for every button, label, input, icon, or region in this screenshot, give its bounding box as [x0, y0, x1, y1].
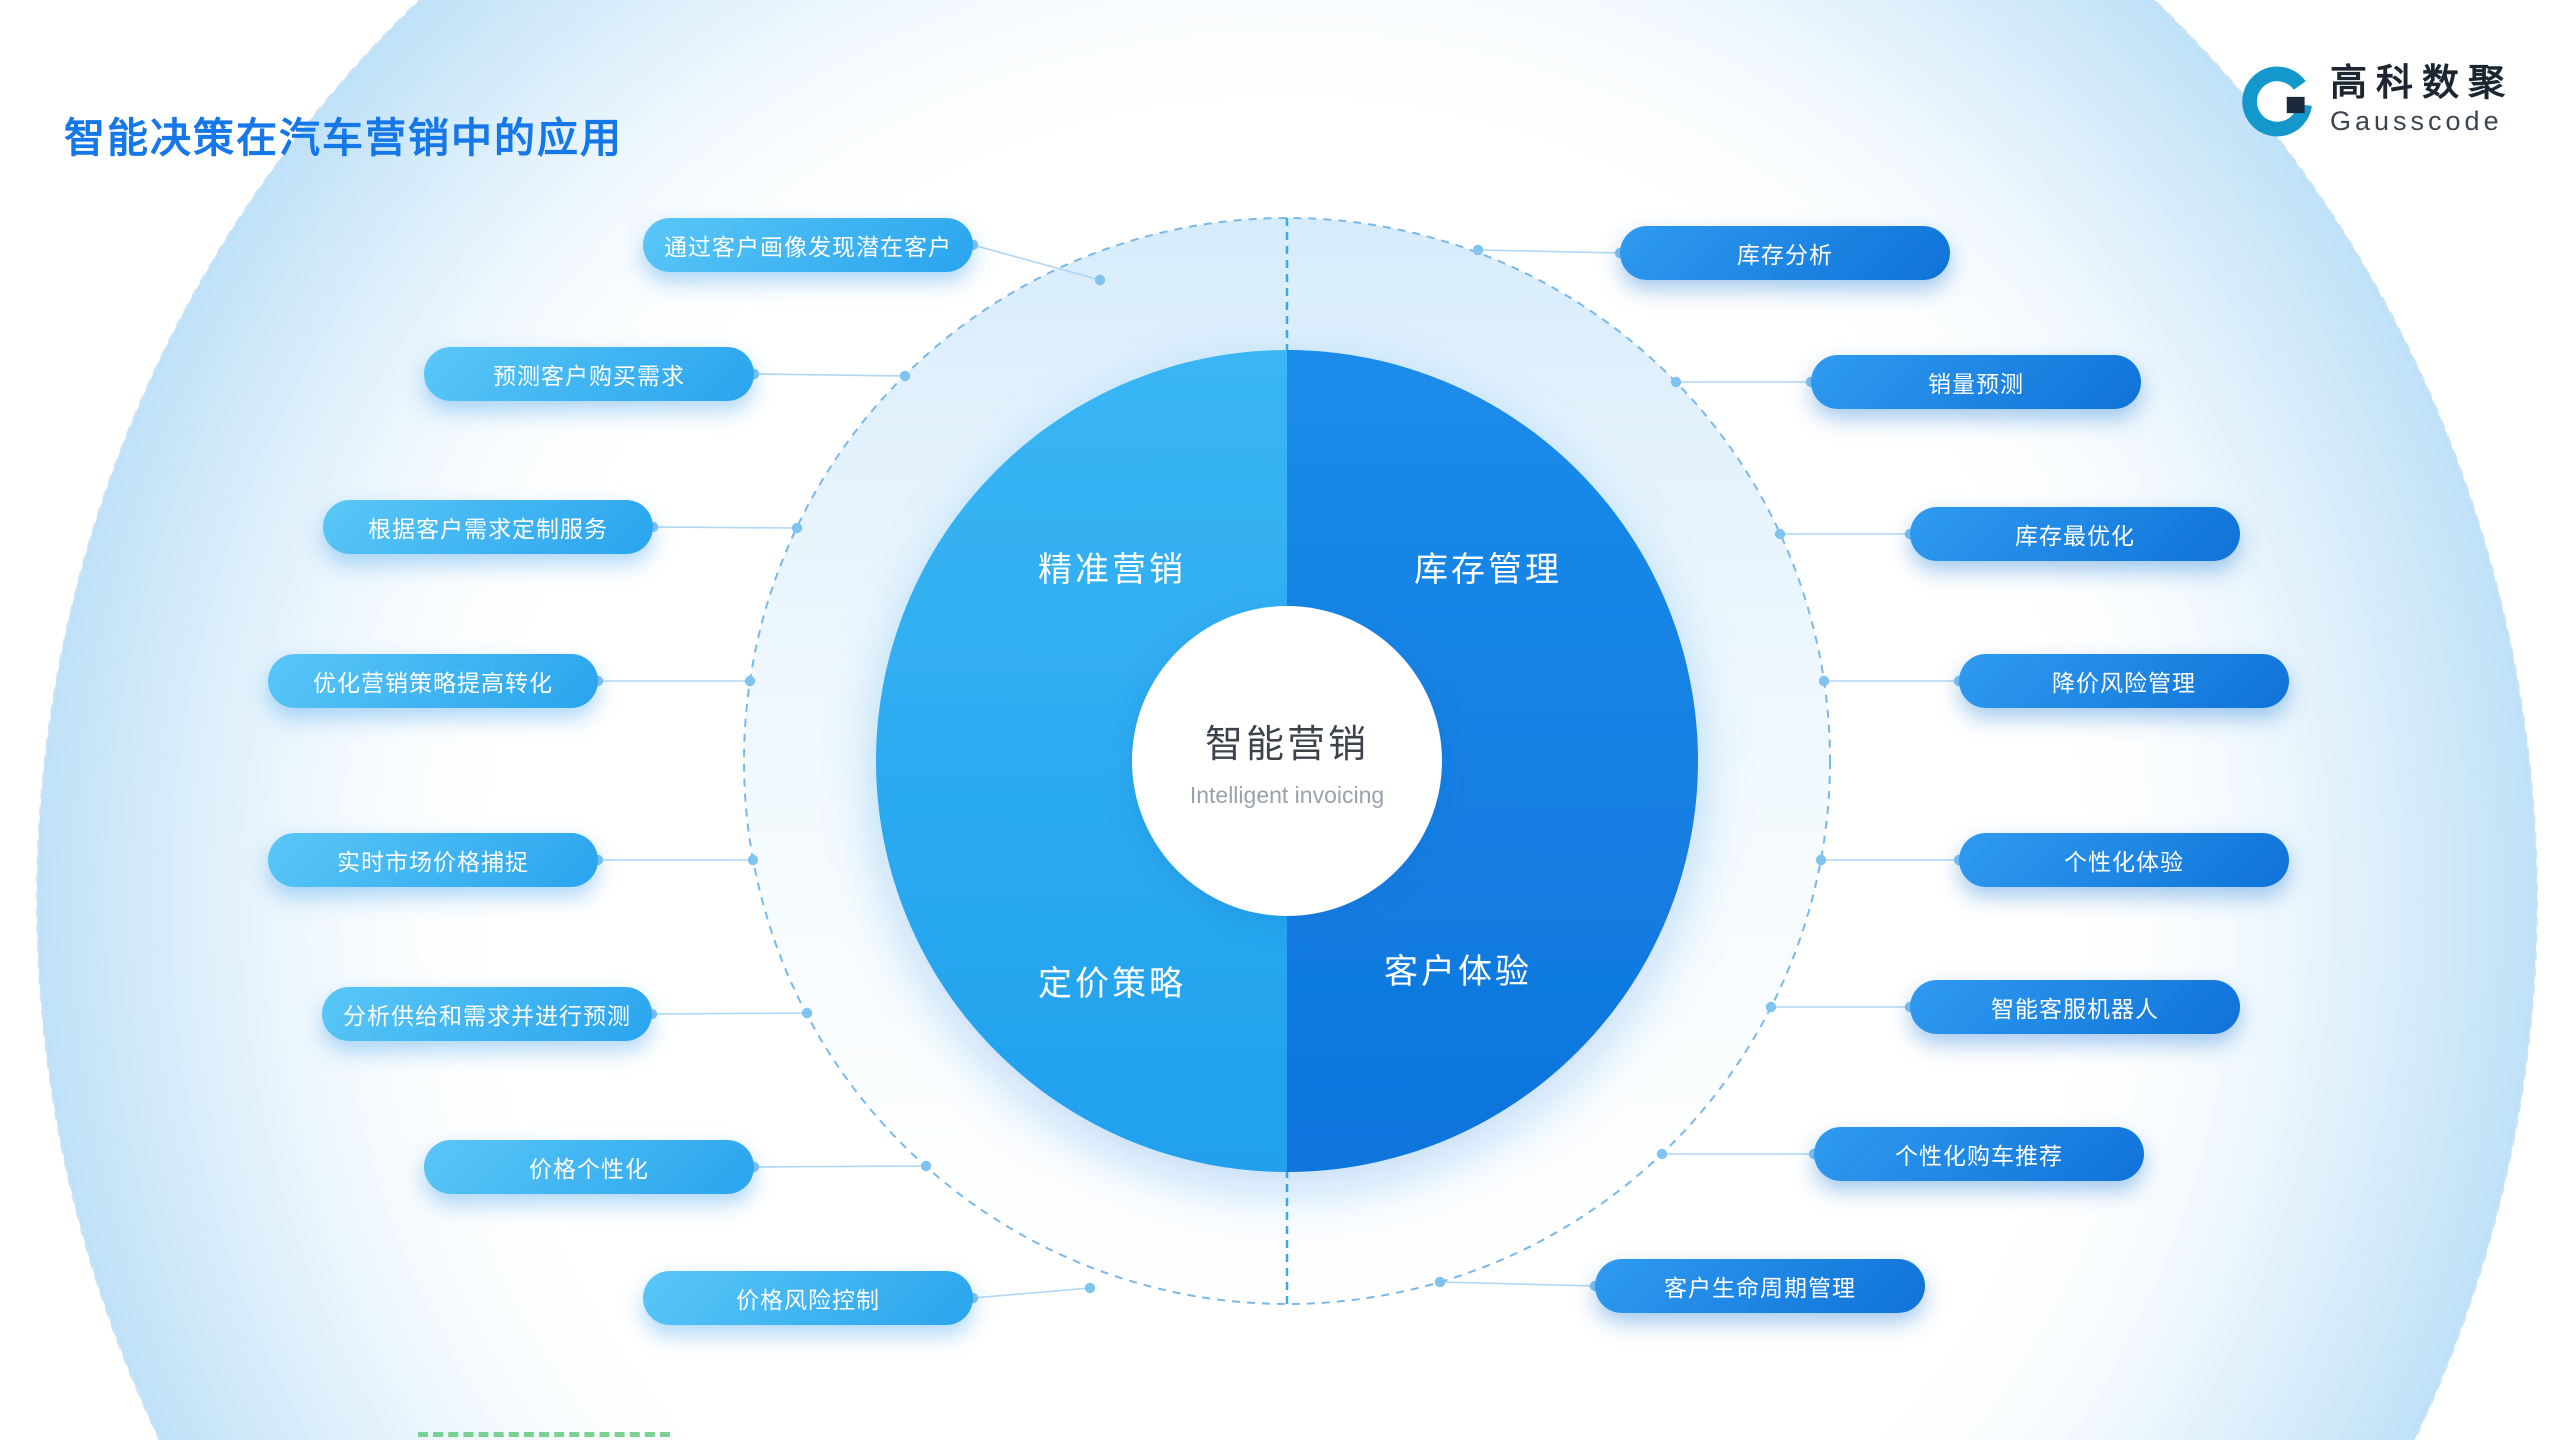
feature-pill-customer-profiling: 通过客户画像发现潜在客户 [643, 218, 973, 272]
page-title: 智能决策在汽车营销中的应用 [64, 115, 623, 161]
quadrant-label-pricing-strategy: 定价策略 [1038, 965, 1186, 1003]
feature-pill-purchase-demand-prediction: 预测客户购买需求 [424, 347, 754, 401]
hub-subtitle: Intelligent invoicing [1189, 782, 1385, 808]
feature-pill-strategy-conversion: 优化营销策略提高转化 [268, 654, 598, 708]
feature-pill-car-purchase-recommendation: 个性化购车推荐 [1814, 1127, 2144, 1181]
brand-name-en: Gausscode [2330, 105, 2503, 136]
quadrant-label-inventory-management: 库存管理 [1414, 551, 1562, 589]
pie-right-half [1287, 350, 1698, 1172]
pie-left-half [876, 350, 1287, 1172]
quadrant-label-customer-experience: 客户体验 [1384, 953, 1532, 991]
hub-text-block: 智能营销 Intelligent invoicing [1132, 606, 1442, 916]
feature-pill-realtime-price-capture: 实时市场价格捕捉 [268, 833, 598, 887]
feature-pill-markdown-risk-management: 降价风险管理 [1959, 654, 2289, 708]
gausscode-g-icon [2242, 66, 2312, 137]
feature-pill-customized-service: 根据客户需求定制服务 [323, 500, 653, 554]
hub-title: 智能营销 [1204, 724, 1369, 766]
feature-pill-supply-demand-forecast: 分析供给和需求并进行预测 [322, 987, 652, 1041]
quadrant-label-precision-marketing: 精准营销 [1038, 551, 1186, 589]
brand-name-cn: 高科数聚 [2330, 62, 2514, 103]
feature-pill-customer-lifecycle-management: 客户生命周期管理 [1595, 1259, 1925, 1313]
bottom-green-dash-decoration [418, 1432, 670, 1437]
feature-pill-personalized-experience: 个性化体验 [1959, 833, 2289, 887]
feature-pill-service-chatbot: 智能客服机器人 [1910, 980, 2240, 1034]
connector-lines [592, 239, 1965, 1304]
feature-pill-price-risk-control: 价格风险控制 [643, 1271, 973, 1325]
hub-circle [1132, 606, 1442, 916]
feature-pill-sales-forecast: 销量预测 [1811, 355, 2141, 409]
feature-pill-inventory-optimization: 库存最优化 [1910, 507, 2240, 561]
feature-pill-inventory-analysis: 库存分析 [1620, 226, 1950, 280]
brand-logo: 高科数聚 Gausscode [2238, 62, 2514, 144]
feature-pill-price-personalization: 价格个性化 [424, 1140, 754, 1194]
